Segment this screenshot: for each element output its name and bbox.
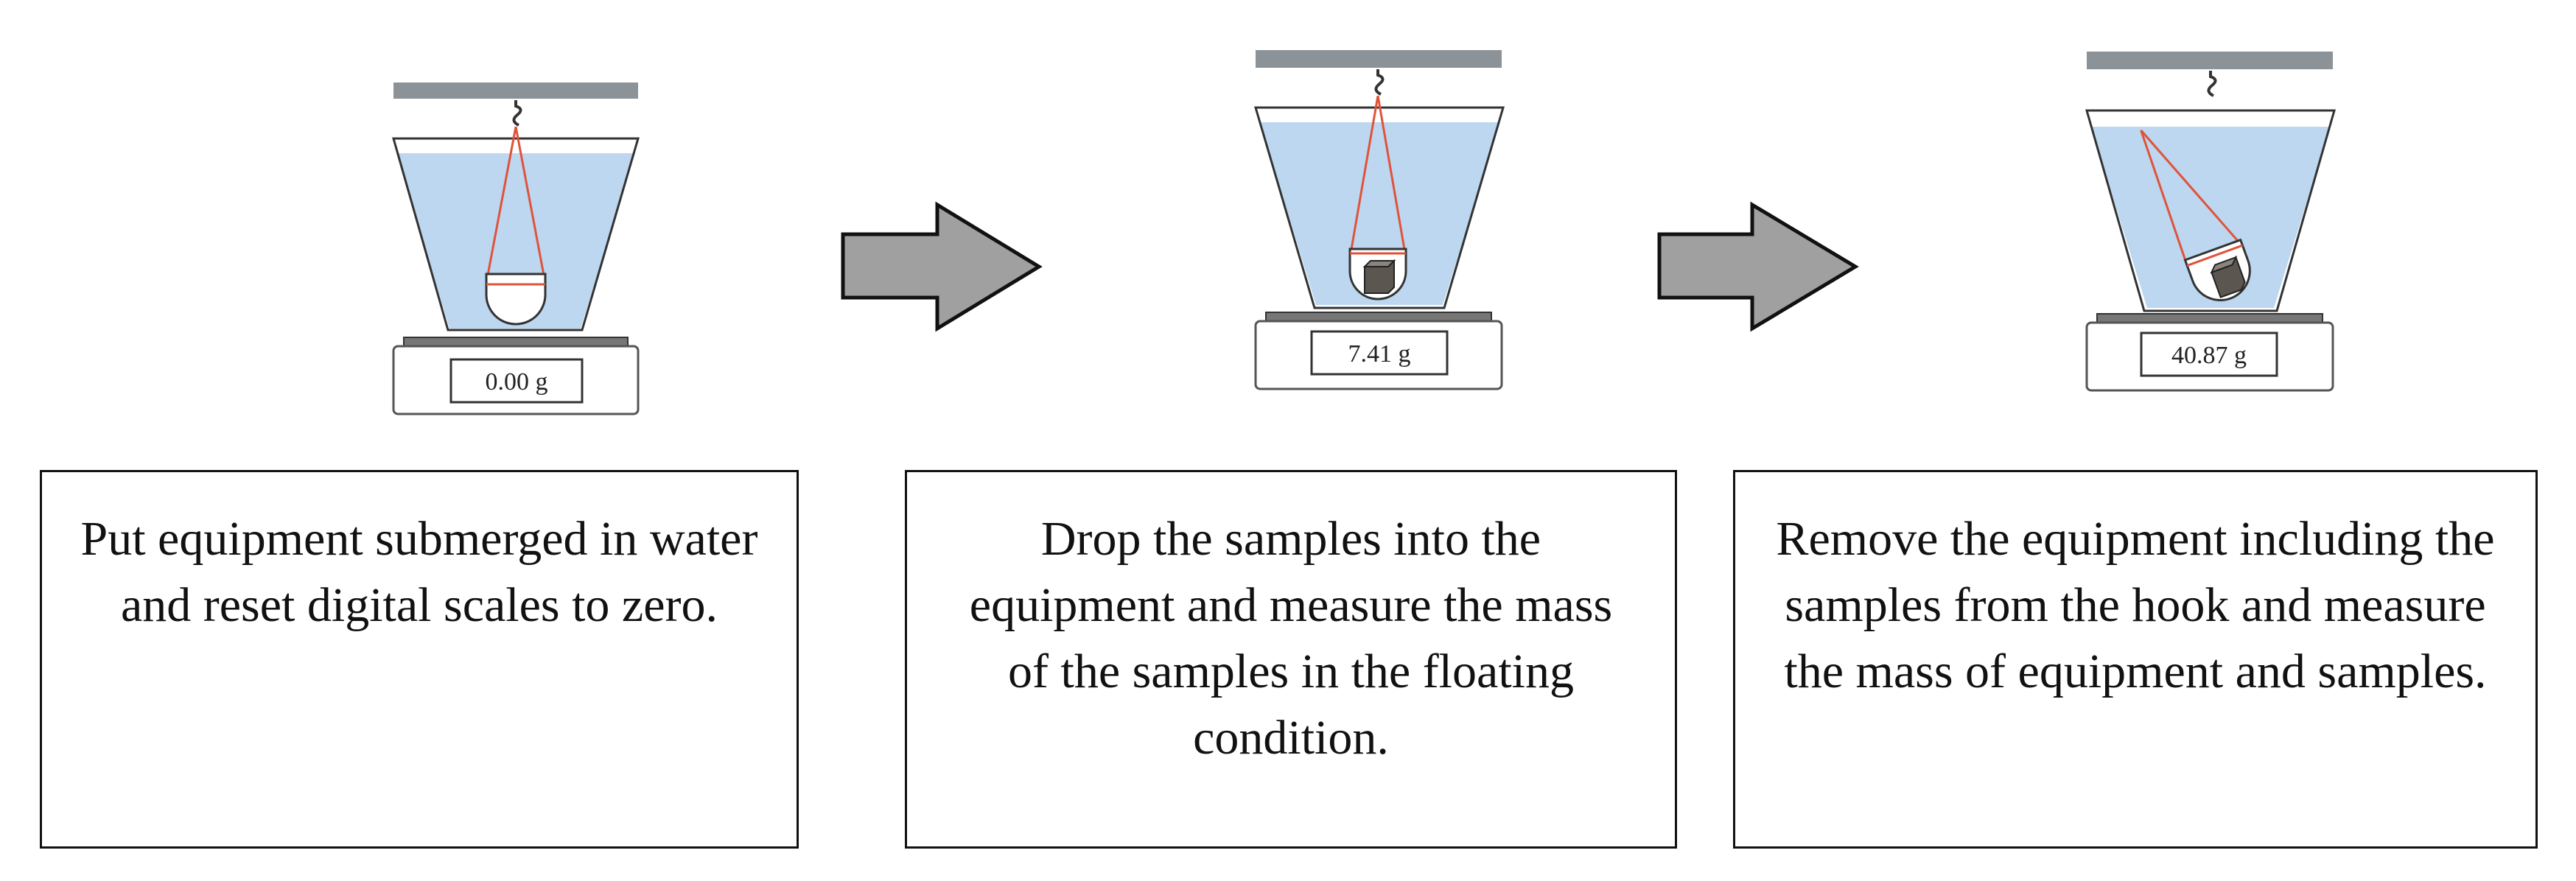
step-1-caption: Put equipment submerged in water and res…	[80, 512, 758, 632]
arrow-right-icon	[1657, 201, 1859, 332]
support-bar	[1256, 50, 1502, 68]
string-left	[485, 126, 517, 284]
step-3-caption-box: Remove the equipment including the sampl…	[1733, 470, 2538, 849]
basket-rim	[2186, 244, 2243, 267]
water-body	[2091, 127, 2330, 308]
string-right	[514, 126, 547, 284]
scale-reading: 7.41 g	[1348, 340, 1411, 368]
scale-platform	[403, 337, 629, 347]
water-body	[1260, 122, 1500, 305]
hook-icon	[2207, 71, 2217, 97]
scale-display	[1310, 330, 1449, 376]
scale-display	[2140, 331, 2278, 377]
string-left	[1348, 95, 1379, 259]
step-1-apparatus: 0.00 g	[392, 83, 640, 415]
step-1-caption-box: Put equipment submerged in water and res…	[40, 470, 799, 849]
sample-basket	[485, 273, 547, 326]
step-2-caption-box: Drop the samples into the equipment and …	[905, 470, 1677, 849]
step-2-apparatus: 7.41 g	[1253, 50, 1505, 390]
scale-reading: 0.00 g	[486, 368, 548, 396]
sample-cube-top	[2210, 256, 2238, 274]
beaker	[1253, 106, 1505, 309]
scale-platform	[2096, 313, 2323, 323]
step-3-caption: Remove the equipment including the sampl…	[1776, 512, 2495, 698]
string-right	[1376, 95, 1407, 259]
support-bar	[393, 83, 638, 99]
apparatus-illustrations: 0.00 g 7.41 g	[392, 50, 2336, 415]
sample-cube-top	[1362, 260, 1396, 267]
beaker	[392, 137, 640, 331]
hook-icon	[1374, 69, 1385, 96]
water-body	[396, 153, 635, 329]
scale-display	[449, 358, 584, 404]
beaker	[2085, 109, 2336, 312]
step-3-apparatus: 40.87 g	[2085, 52, 2336, 392]
step-2-caption: Drop the samples into the equipment and …	[969, 512, 1613, 765]
hook-icon	[512, 100, 522, 127]
string-left	[2140, 130, 2189, 267]
scale-reading: 40.87 g	[2171, 342, 2247, 369]
arrow-right-icon	[841, 201, 1043, 332]
support-bar	[2087, 52, 2333, 69]
scale-platform	[1265, 312, 1492, 322]
string-right	[2140, 129, 2244, 248]
tilted-basket-assembly	[2140, 129, 2251, 301]
